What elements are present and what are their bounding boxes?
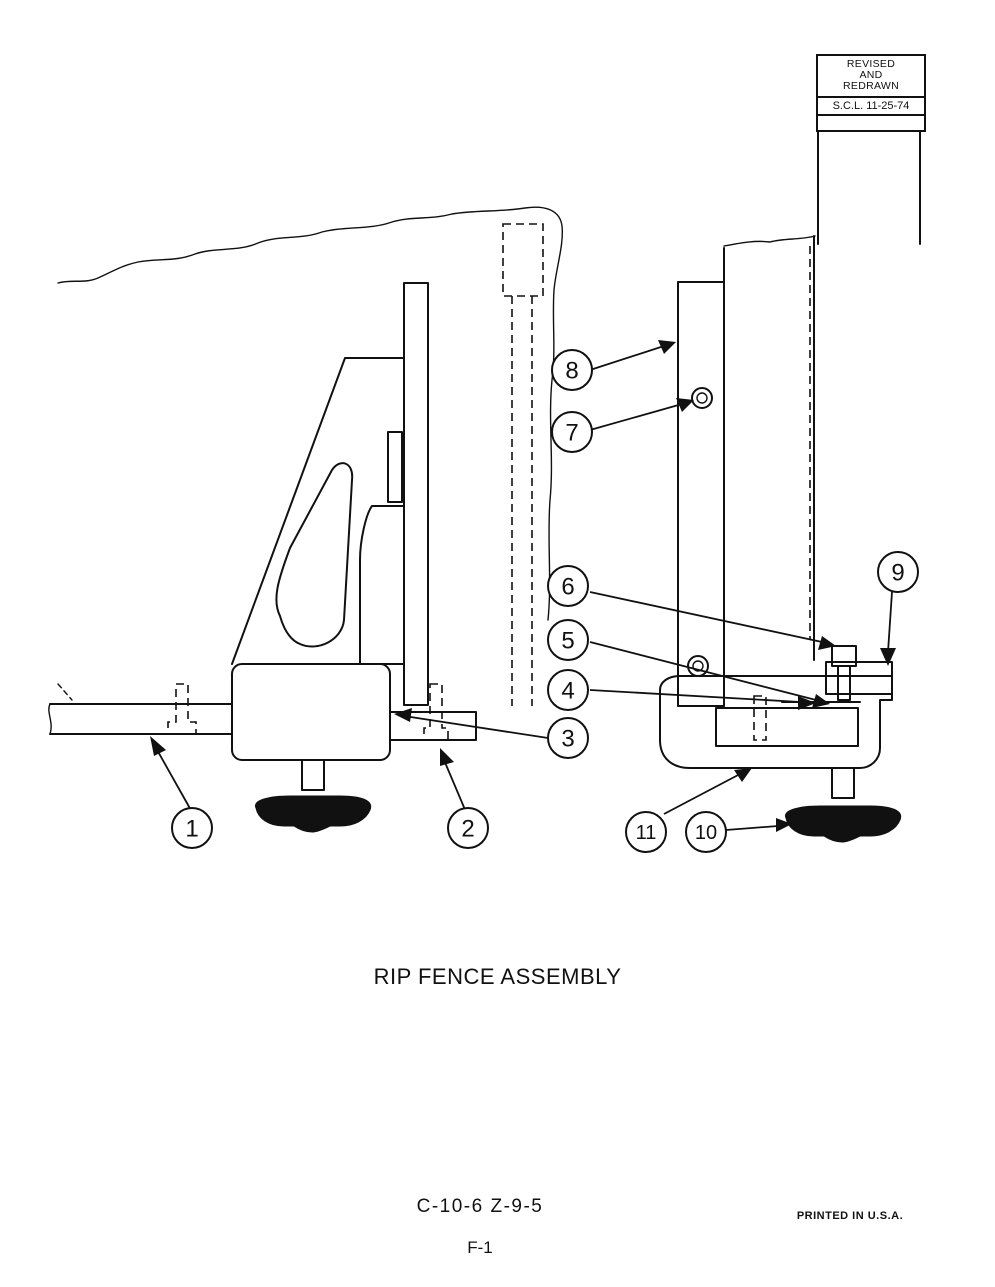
callout-3: 3 bbox=[547, 717, 589, 759]
fence-bracket bbox=[231, 357, 405, 665]
knob-stem-left bbox=[301, 759, 325, 791]
knob-stem-right bbox=[831, 767, 855, 799]
screw-left-dashed bbox=[167, 683, 197, 735]
callout-1: 1 bbox=[171, 807, 213, 849]
fence-column-outer bbox=[677, 281, 725, 707]
knob-right bbox=[784, 805, 902, 843]
callout-11: 11 bbox=[625, 811, 667, 853]
callout-2-label: 2 bbox=[461, 816, 474, 843]
lock-nut-upper bbox=[691, 387, 713, 409]
screw-mid-dashed bbox=[423, 683, 449, 741]
fence-bracket-window bbox=[275, 462, 354, 648]
drawing-number: C-10-6 Z-9-5 bbox=[416, 1196, 544, 1217]
rail-ext bbox=[57, 683, 73, 701]
revision-title: REVISED AND REDRAWN bbox=[818, 56, 924, 94]
page-title: RIP FENCE ASSEMBLY bbox=[373, 964, 622, 989]
leader-lines bbox=[150, 340, 896, 832]
rear-clamp-body bbox=[659, 675, 893, 769]
revision-line-2: AND bbox=[859, 69, 883, 81]
callout-5-label: 5 bbox=[561, 628, 574, 655]
rear-clamp-screw bbox=[753, 695, 767, 741]
callout-6-label: 6 bbox=[561, 574, 574, 601]
rear-clamp-insert bbox=[715, 707, 859, 747]
fence-bracket-step bbox=[387, 431, 403, 503]
callout-7: 7 bbox=[551, 411, 593, 453]
callout-10-label: 10 bbox=[695, 822, 717, 844]
break-line-left bbox=[57, 206, 564, 621]
callout-4: 4 bbox=[547, 669, 589, 711]
adjust-bolt bbox=[831, 645, 857, 701]
callout-3-label: 3 bbox=[561, 726, 574, 753]
adjust-block bbox=[825, 661, 893, 695]
callout-7-label: 7 bbox=[565, 420, 578, 447]
revision-line-1: REVISED bbox=[846, 58, 896, 70]
callout-8-label: 8 bbox=[565, 358, 578, 385]
rail-break bbox=[48, 703, 52, 735]
fence-clamp-block-left bbox=[231, 663, 391, 761]
revision-line-3: REDRAWN bbox=[843, 80, 899, 92]
callout-5: 5 bbox=[547, 619, 589, 661]
revision-blank-row bbox=[818, 116, 924, 130]
break-line-right bbox=[723, 235, 816, 247]
callout-11-label: 11 bbox=[636, 822, 657, 844]
lock-nut-upper-inner bbox=[696, 392, 708, 404]
revision-block: REVISED AND REDRAWN S.C.L. 11-25-74 bbox=[816, 54, 926, 132]
fence-face-left bbox=[403, 282, 429, 706]
lock-nut-lower bbox=[687, 655, 709, 677]
callout-9: 9 bbox=[877, 551, 919, 593]
knob-left bbox=[254, 795, 372, 833]
lock-nut-lower-inner bbox=[692, 660, 704, 672]
revision-date: S.C.L. 11-25-74 bbox=[818, 96, 924, 116]
callout-1-label: 1 bbox=[185, 816, 198, 843]
front-rail bbox=[49, 703, 477, 741]
callout-4-label: 4 bbox=[561, 678, 574, 705]
callout-8: 8 bbox=[551, 349, 593, 391]
callout-9-label: 9 bbox=[891, 560, 904, 587]
callout-10: 10 bbox=[685, 811, 727, 853]
callout-6: 6 bbox=[547, 565, 589, 607]
fence-bracket-block bbox=[359, 505, 405, 665]
page-number: F-1 bbox=[467, 1238, 493, 1257]
fence-face-right-dashed bbox=[502, 223, 544, 297]
printed-in-usa-note: PRINTED IN U.S.A. bbox=[796, 1210, 904, 1222]
callout-2: 2 bbox=[447, 807, 489, 849]
